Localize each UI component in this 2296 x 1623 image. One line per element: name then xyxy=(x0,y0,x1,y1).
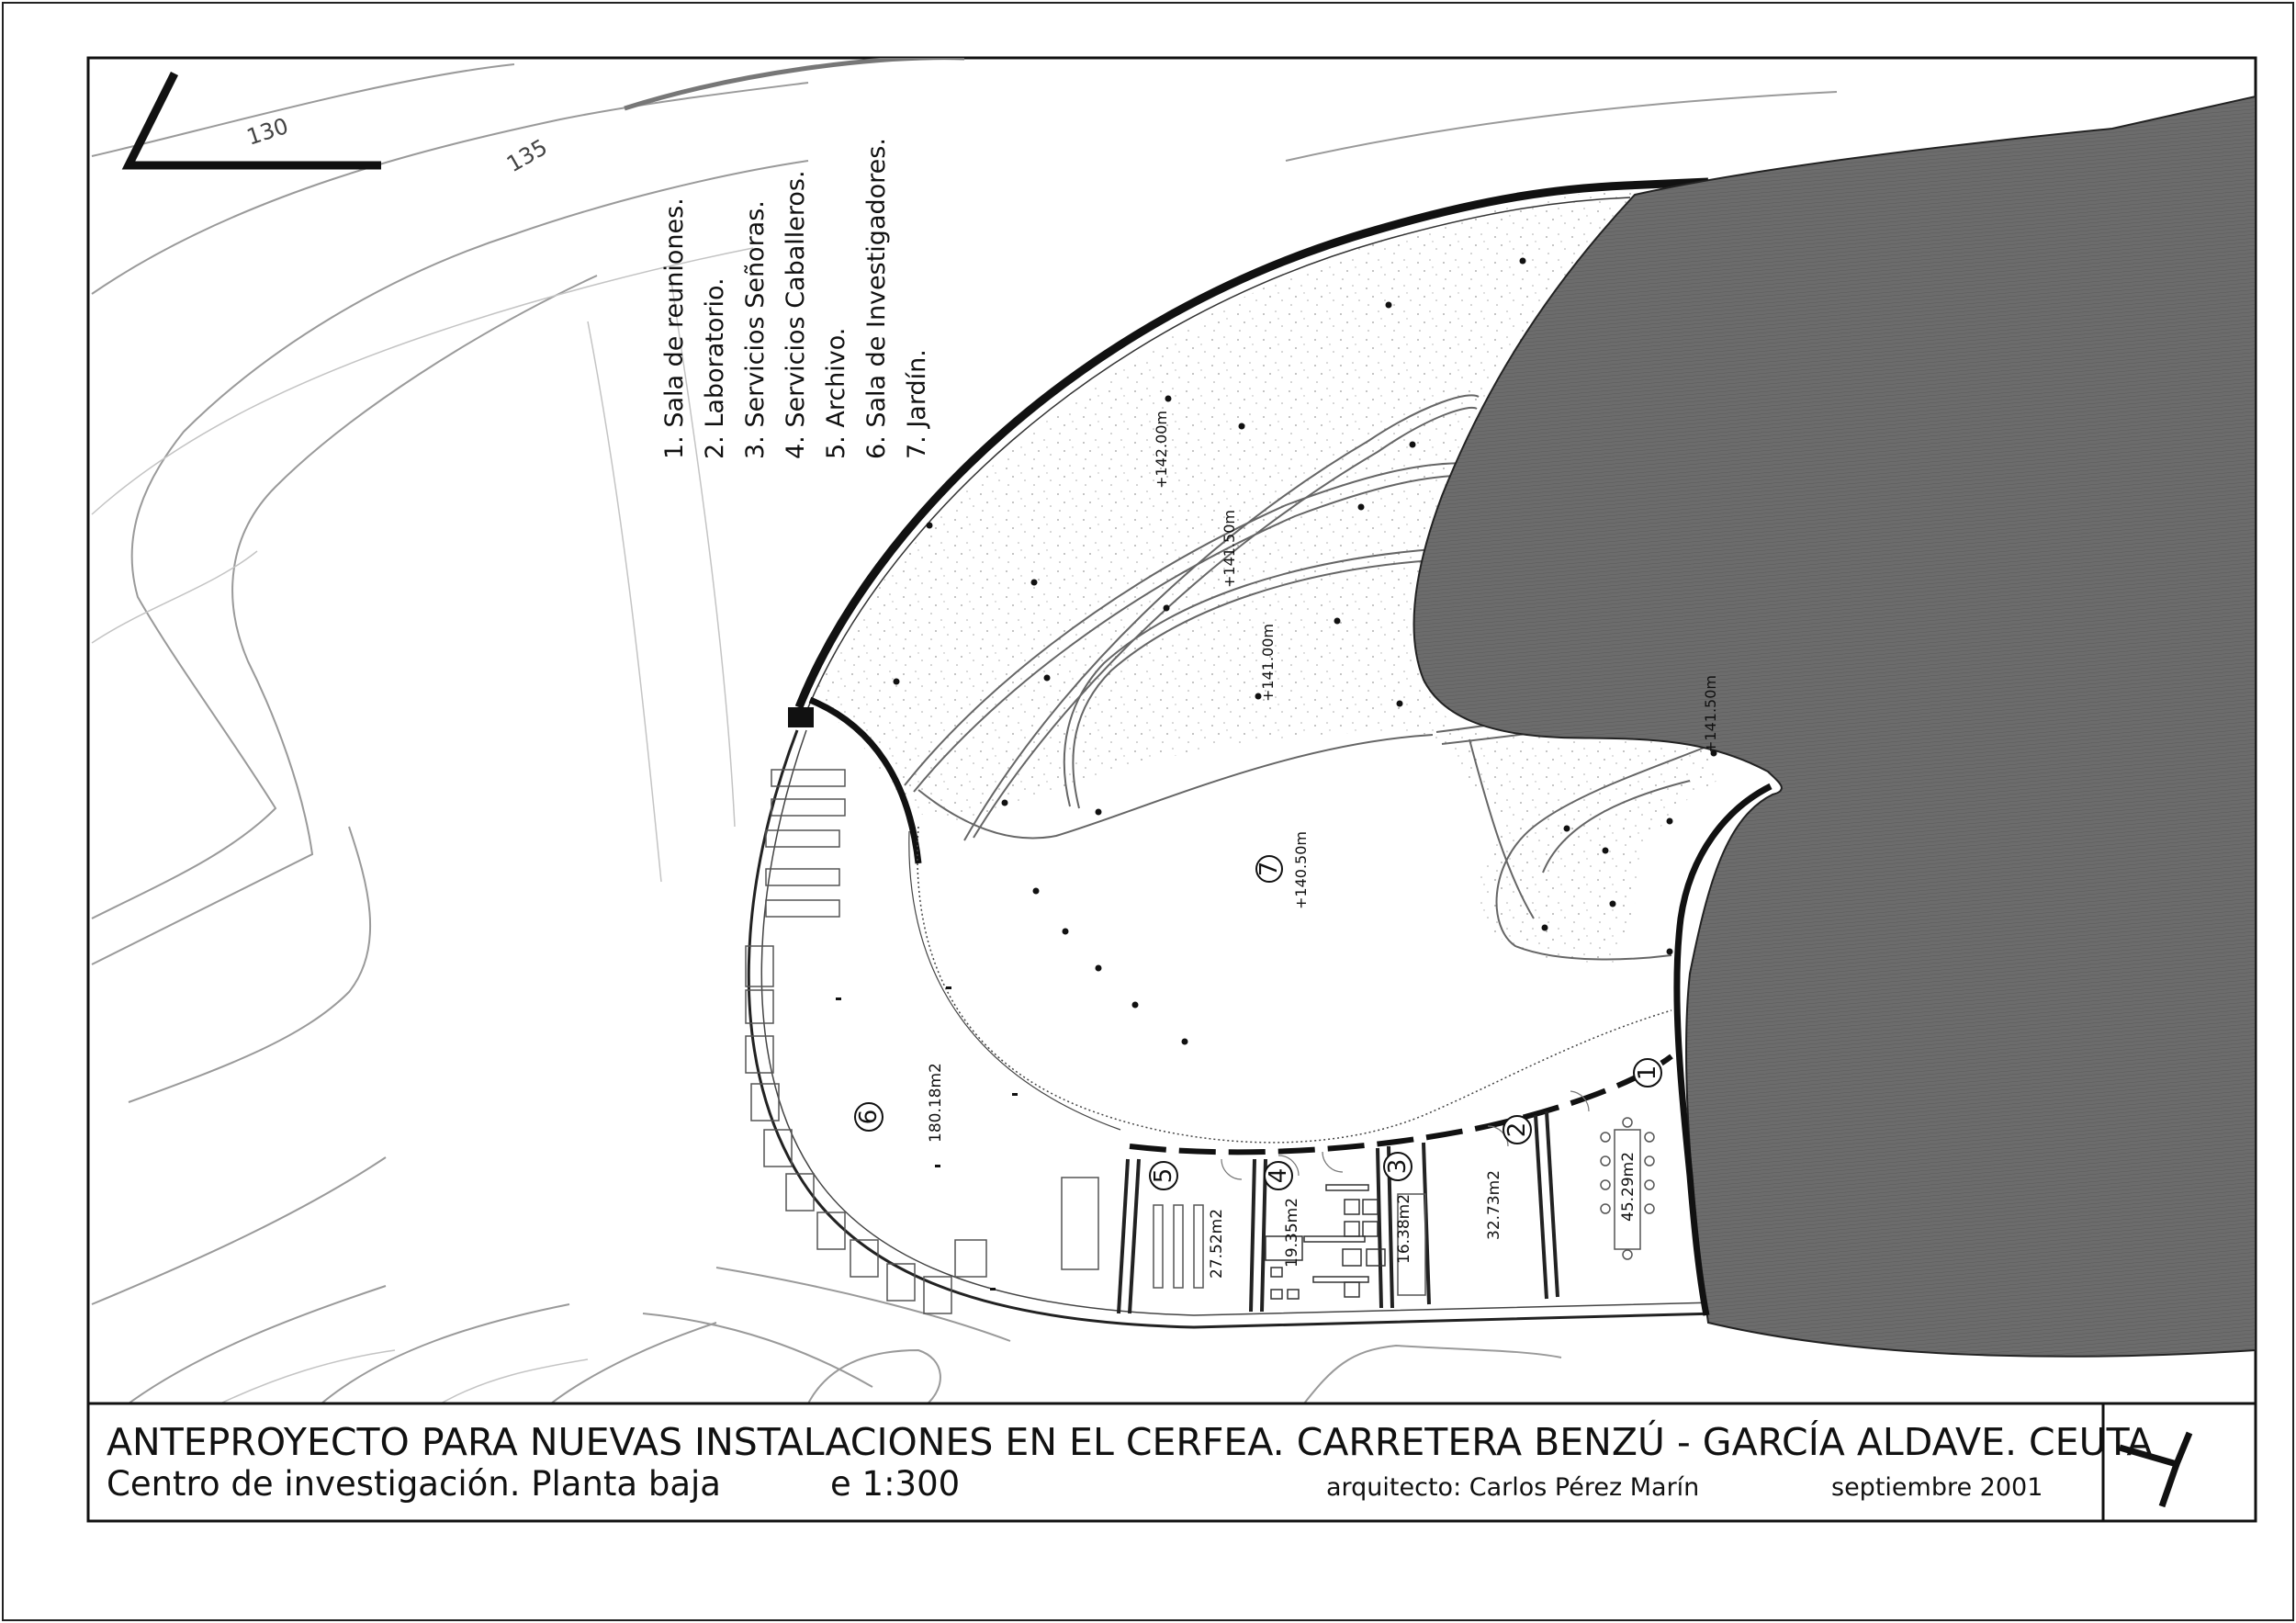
drawing-scale: e 1:300 xyxy=(830,1464,960,1504)
legend-item-2: 2. Laboratorio. xyxy=(701,277,729,459)
title-block: ANTEPROYECTO PARA NUEVAS INSTALACIONES E… xyxy=(88,1402,2256,1521)
svg-text:1: 1 xyxy=(1634,1065,1661,1081)
title-block-north-arrow-tail xyxy=(2158,1462,2180,1508)
svg-text:4: 4 xyxy=(1265,1168,1292,1184)
drawing-subtitle: Centro de investigación. Planta baja xyxy=(107,1464,721,1504)
wall-pier xyxy=(788,707,814,727)
room-6-area: 180.18m2 xyxy=(927,1063,945,1143)
legend-item-7: 7. Jardín. xyxy=(903,349,931,459)
lawn-edge-outer xyxy=(908,830,1121,1131)
drawing-date: septiembre 2001 xyxy=(1831,1473,2043,1502)
rooms-front-wall xyxy=(1129,1054,1673,1155)
contour-lines-thin xyxy=(91,247,754,1403)
garden-terrace-area xyxy=(808,192,1717,965)
north-arrow xyxy=(121,71,381,170)
room6-marks xyxy=(836,986,1018,1291)
project-title: ANTEPROYECTO PARA NUEVAS INSTALACIONES E… xyxy=(107,1420,2153,1464)
contour-label-135: 135 xyxy=(502,134,552,177)
terrace-paths xyxy=(904,394,1738,961)
room6-inner-wall xyxy=(808,696,922,864)
legend-item-6: 6. Sala de Investigadores. xyxy=(862,138,891,459)
room-1-area: 45.29m2 xyxy=(1619,1152,1638,1222)
room-4-marker: 4 xyxy=(1264,1161,1293,1190)
contour-label-130: 130 xyxy=(243,113,291,151)
svg-text:5: 5 xyxy=(1150,1168,1177,1184)
room-furniture xyxy=(1153,1117,1655,1296)
room6-furniture xyxy=(745,769,1099,1314)
legend-item-5: 5. Archivo. xyxy=(822,328,850,459)
room-6-marker: 6 xyxy=(854,1102,884,1132)
room-7-marker: 7 xyxy=(1255,855,1283,883)
room-5-area: 27.52m2 xyxy=(1208,1209,1226,1279)
legend-item-4: 4. Servicios Caballeros. xyxy=(782,170,810,459)
perimeter-wall-east xyxy=(1673,783,1773,1316)
room-4-area: 19.35m2 xyxy=(1283,1198,1301,1268)
room-3-marker: 3 xyxy=(1383,1152,1412,1181)
perimeter-wall-north xyxy=(794,177,1709,709)
legend-item-3: 3. Servicios Señoras. xyxy=(741,200,770,459)
elevation-141-50-b: +141.50m xyxy=(1702,675,1719,753)
svg-text:6: 6 xyxy=(855,1110,883,1125)
room-2-area: 32.73m2 xyxy=(1485,1170,1503,1240)
room-1-marker: 1 xyxy=(1633,1058,1662,1088)
legend-item-1: 1. Sala de reuniones. xyxy=(660,197,689,459)
room-3-area: 16.38m2 xyxy=(1395,1194,1413,1264)
building-outer-wall-inner xyxy=(760,729,1716,1316)
elevation-141-50-a: +141.50m xyxy=(1221,510,1238,588)
elevation-141-00: +141.00m xyxy=(1259,624,1277,702)
elevation-142-00: +142.00m xyxy=(1153,411,1170,489)
garden-trees xyxy=(893,257,1717,1045)
elevation-140-50: +140.50m xyxy=(1292,831,1310,909)
room-legend: 1. Sala de reuniones. 2. Laboratorio. 3.… xyxy=(660,138,931,459)
door-swings xyxy=(1221,1090,1590,1180)
architect-credit: arquitecto: Carlos Pérez Marín xyxy=(1326,1473,1699,1502)
room-5-marker: 5 xyxy=(1149,1161,1178,1190)
room-2-marker: 2 xyxy=(1503,1115,1532,1144)
rock-mass xyxy=(1412,95,2256,1358)
restroom-fixtures xyxy=(1265,1184,1386,1300)
building-outer-wall xyxy=(747,729,1718,1329)
svg-text:3: 3 xyxy=(1384,1159,1412,1175)
svg-text:7: 7 xyxy=(1255,862,1283,877)
svg-text:2: 2 xyxy=(1503,1122,1531,1138)
